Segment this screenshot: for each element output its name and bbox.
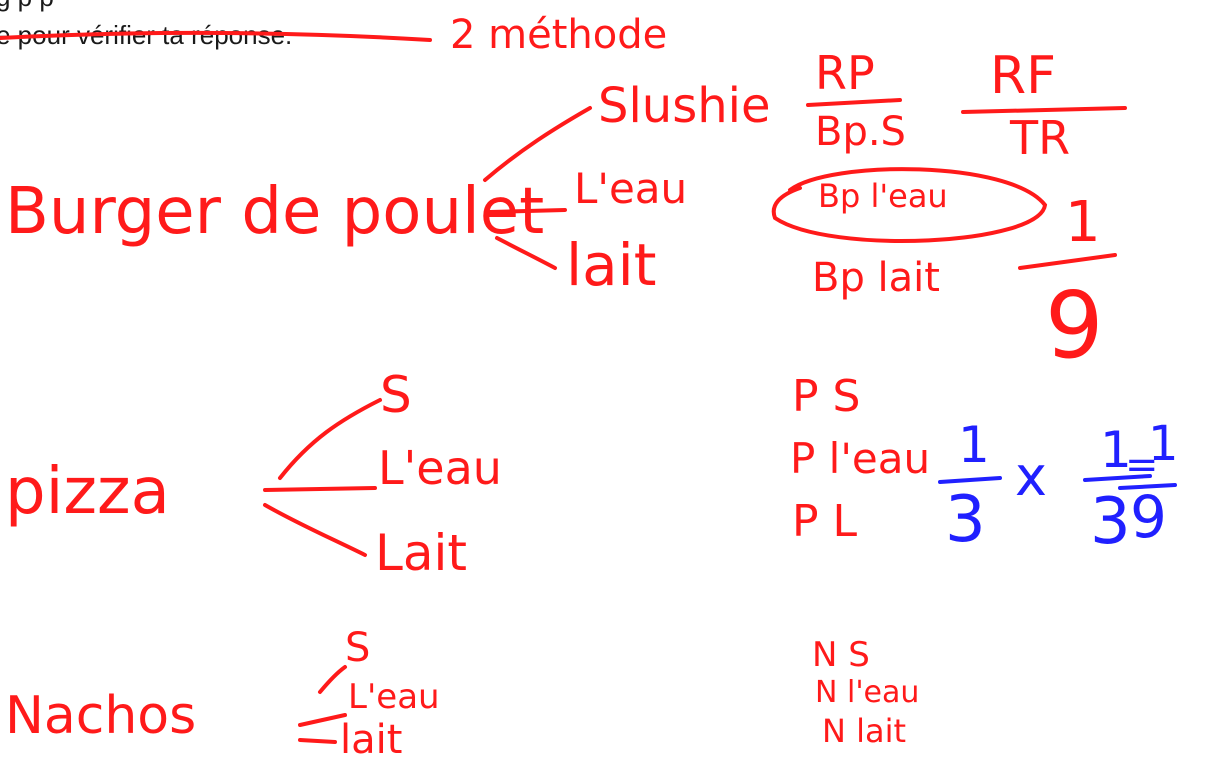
rf-denominator: TR — [1010, 111, 1071, 165]
burger-branch-1 — [483, 106, 592, 182]
calc-times: x — [1015, 445, 1047, 508]
nachos-outcome-1: N S — [812, 635, 870, 675]
calc-c-denominator: 9 — [1130, 483, 1167, 551]
pizza-outcome-1: P S — [792, 371, 861, 422]
burger-outcome-2: Bp lait — [812, 255, 940, 301]
calc-bar-1 — [938, 476, 1002, 484]
nachos-branch-label-1: S — [345, 625, 371, 671]
tree-root-pizza: pizza — [5, 455, 170, 529]
calc-a-denominator: 3 — [945, 483, 986, 557]
burger-branch-label-1: Slushie — [598, 78, 771, 134]
pizza-branch-1 — [278, 398, 382, 480]
pizza-branch-label-2: L'eau — [378, 441, 502, 495]
burger-branch-3 — [495, 236, 557, 270]
fraction-denominator: 9 — [1045, 272, 1104, 379]
method-label: 2 méthode — [450, 12, 668, 58]
pizza-branch-2 — [263, 486, 377, 492]
nachos-branch-2 — [298, 713, 347, 727]
pizza-branch-label-3: Lait — [375, 524, 467, 582]
rf-label: RF — [990, 46, 1057, 106]
strikethrough-line — [0, 30, 432, 42]
burger-outcome-1: Bp l'eau — [818, 177, 948, 215]
calc-bar-2 — [1083, 474, 1152, 482]
tree-root-nachos: Nachos — [5, 686, 197, 746]
calc-b-numerator: 1 — [1100, 421, 1132, 479]
rp-label: RP — [815, 46, 875, 100]
calc-a-numerator: 1 — [958, 416, 990, 474]
burger-branch-label-2: L'eau — [574, 164, 688, 213]
calc-c-numerator: 1 — [1148, 416, 1179, 472]
nachos-branch-3 — [298, 738, 337, 744]
calc-b-denominator: 3 — [1090, 485, 1131, 559]
nachos-branch-1 — [318, 665, 347, 694]
rp-fraction-bar — [806, 98, 902, 107]
rp-denominator: Bp.S — [815, 109, 906, 155]
pizza-branch-3 — [263, 503, 367, 557]
pizza-branch-label-1: S — [380, 366, 412, 424]
outcome-circle — [771, 167, 1048, 243]
tree-root-burger: Burger de poulet — [5, 175, 545, 249]
burger-branch-2 — [488, 208, 567, 214]
one-ninth-fraction-bar — [1018, 253, 1117, 270]
rf-fraction-bar — [961, 106, 1127, 114]
calc-equals: = — [1125, 442, 1159, 488]
pizza-outcome-2: P l'eau — [790, 434, 931, 483]
nachos-branch-label-3: lait — [340, 717, 403, 763]
worksheet-text-top: g p p — [0, 0, 54, 13]
calc-bar-3 — [1118, 483, 1177, 490]
fraction-numerator: 1 — [1065, 190, 1101, 255]
burger-branch-label-3: lait — [566, 231, 657, 299]
nachos-outcome-2: N l'eau — [815, 675, 920, 710]
pizza-outcome-3: P L — [792, 496, 858, 547]
nachos-outcome-3: N lait — [822, 712, 907, 750]
nachos-branch-label-2: L'eau — [348, 677, 440, 717]
